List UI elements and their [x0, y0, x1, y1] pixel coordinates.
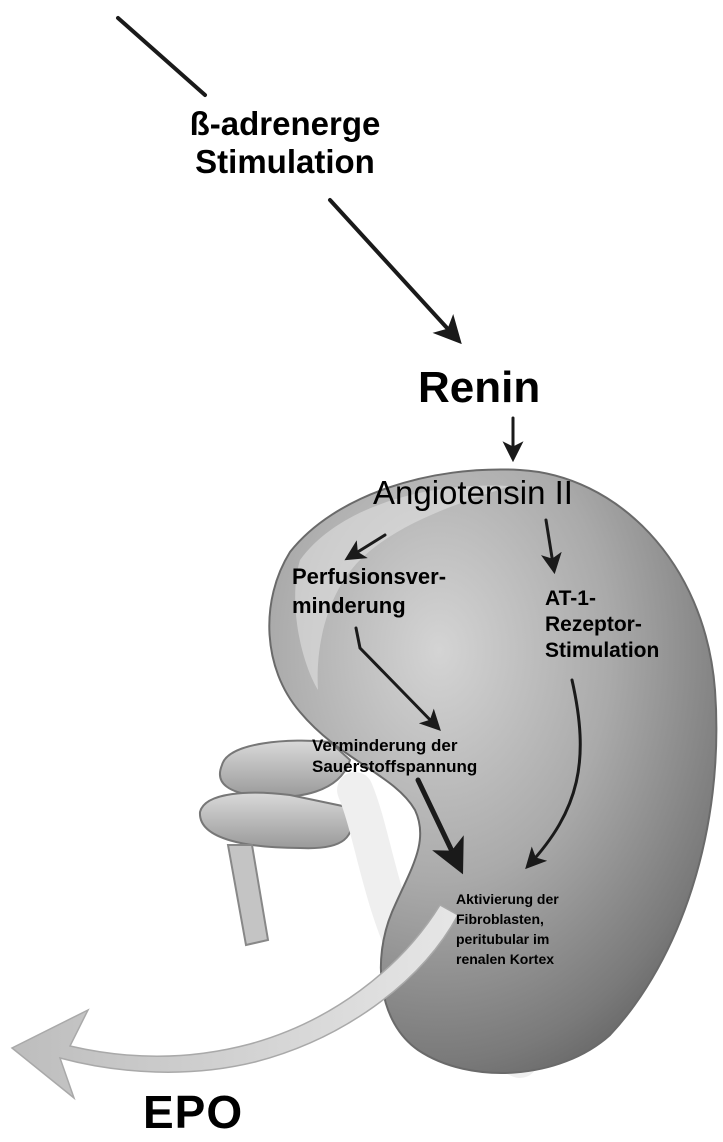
angiotensin-label: Angiotensin II [373, 474, 573, 512]
at1-receptor-label: AT-1- Rezeptor- Stimulation [545, 586, 659, 664]
fibroblast-activation-label: Aktivierung der Fibroblasten, peritubula… [456, 889, 559, 969]
oxygen-tension-label: Verminderung der Sauerstoffspannung [312, 735, 477, 777]
beta-adrenergic-stimulation-label: ß-adrenerge Stimulation [165, 105, 405, 181]
arrow-to-renin [330, 200, 458, 340]
arrow-stimulus-in [118, 18, 205, 95]
perfusion-label: Perfusionsver- minderung [292, 562, 446, 620]
renin-label: Renin [418, 362, 540, 414]
epo-label: EPO [143, 1086, 243, 1138]
